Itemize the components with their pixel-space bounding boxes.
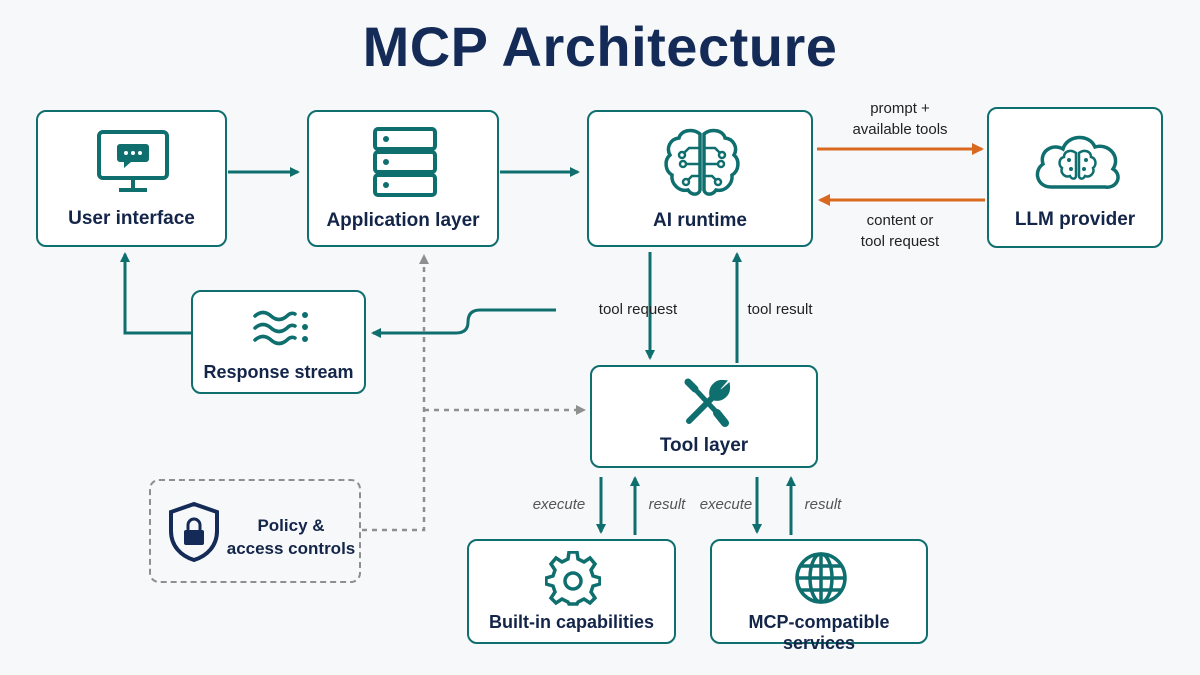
node-label: LLM provider [1014, 209, 1136, 230]
node-tool-layer[interactable]: Tool layer [590, 365, 818, 468]
arrow-to-response-stream [371, 308, 556, 338]
node-label: Tool layer [659, 435, 749, 456]
edge-label-prompt: prompt + available tools [830, 98, 970, 140]
wrench-screwdriver-icon [684, 378, 731, 427]
page-title: MCP Architecture [362, 15, 838, 78]
node-llm-provider[interactable]: LLM provider [987, 107, 1163, 248]
cloud-brain-icon [1035, 135, 1120, 189]
node-user-interface[interactable]: User interface [36, 110, 227, 247]
node-label-line1: Policy & [257, 516, 325, 535]
arrow-response-to-ui [120, 252, 192, 335]
node-mcp-compatible-services[interactable]: MCP-compatible services [710, 539, 928, 653]
node-label: AI runtime [653, 210, 747, 231]
edge-label-tool-result: tool result [747, 301, 813, 318]
gear-icon [545, 551, 601, 606]
node-label: Application layer [326, 210, 480, 231]
globe-icon [795, 552, 847, 604]
node-application-layer[interactable]: Application layer [307, 110, 499, 247]
node-built-in-capabilities[interactable]: Built-in capabilities [467, 539, 676, 644]
brain-circuit-icon [664, 128, 740, 196]
edge-label-line: tool request [860, 233, 940, 250]
edge-label-execute: execute [532, 496, 586, 513]
node-ai-runtime[interactable]: AI runtime [587, 110, 813, 247]
stream-waves-icon [253, 310, 308, 346]
edge-label-line: available tools [852, 121, 948, 138]
edge-label-result: result [804, 496, 842, 513]
node-policy-access-controls[interactable]: Policy & access controls [149, 479, 361, 583]
server-stack-icon [373, 127, 437, 197]
shield-lock-icon [169, 501, 219, 563]
node-label: Built-in capabilities [488, 612, 655, 632]
edge-label-result: result [648, 496, 686, 513]
node-label: User interface [68, 208, 195, 229]
node-label-line2: access controls [226, 539, 356, 558]
edge-label-line: content or [866, 212, 934, 229]
node-label: MCP-compatible services [748, 612, 890, 653]
dashed-policy-to-app [362, 254, 429, 532]
edge-label-execute: execute [699, 496, 753, 513]
node-label: Response stream [203, 362, 354, 382]
edge-label-line: prompt + [870, 100, 930, 117]
node-response-stream[interactable]: Response stream [191, 290, 366, 394]
edge-label-content: content or tool request [830, 210, 970, 252]
monitor-chat-icon [97, 130, 169, 192]
edge-label-tool-request: tool request [598, 301, 678, 318]
